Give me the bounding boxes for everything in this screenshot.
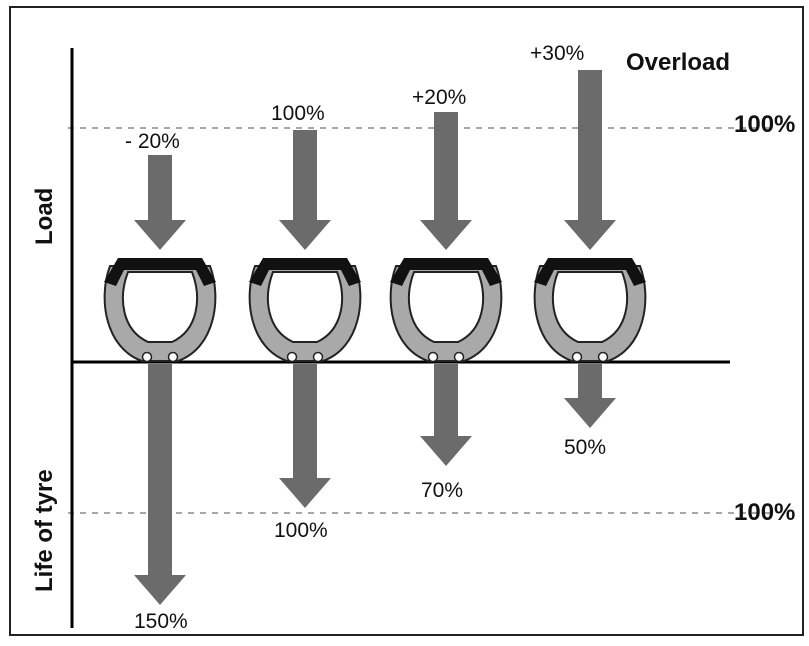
load-label-4: +30% (530, 42, 584, 65)
load-label-2: 100% (271, 102, 325, 125)
life-label-3: 70% (421, 479, 463, 502)
life-arrow-3 (420, 364, 472, 466)
overload-label: Overload (626, 49, 730, 76)
load-arrow-3 (420, 112, 472, 250)
life-label-4: 50% (564, 436, 606, 459)
load-arrow-4 (564, 70, 616, 250)
life-label-2: 100% (274, 519, 328, 542)
tyre-group-1: - 20% 150% (103, 130, 217, 633)
tyre-icon-3 (389, 257, 503, 363)
ref-label-life: 100% (734, 499, 795, 526)
load-arrow-2 (279, 130, 331, 250)
tyre-group-3: +20% 70% (389, 86, 503, 502)
load-arrow-1 (134, 155, 186, 250)
ref-label-load: 100% (734, 111, 795, 138)
tyre-icon-4 (533, 257, 647, 363)
tyre-group-2: 100% 100% (248, 102, 362, 542)
life-arrow-2 (279, 364, 331, 508)
life-label-1: 150% (134, 610, 188, 633)
life-arrow-4 (564, 364, 616, 428)
tyre-icon-1 (103, 257, 217, 363)
life-axis-label: Life of tyre (31, 469, 58, 592)
load-axis-label: Load (31, 188, 58, 245)
tyre-group-4: +30% 50% (530, 42, 647, 459)
life-arrow-1 (134, 364, 186, 605)
tyre-icon-2 (248, 257, 362, 363)
load-label-1: - 20% (125, 130, 180, 153)
load-label-3: +20% (412, 86, 466, 109)
